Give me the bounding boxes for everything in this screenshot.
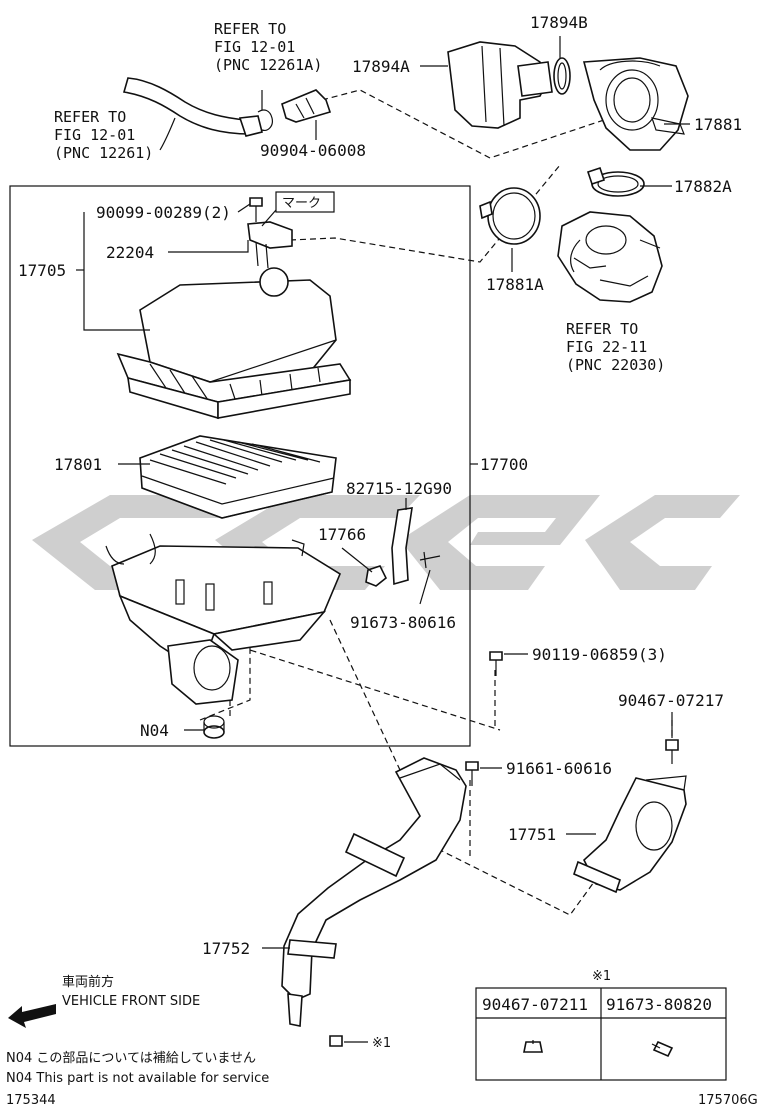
refer-throttle-line3: (PNC 22030) — [566, 356, 665, 374]
refer-top-line3: (PNC 12261A) — [214, 56, 322, 74]
label-17705: 17705 — [18, 261, 66, 280]
table-col1: 90467-07211 — [482, 995, 588, 1014]
label-17801: 17801 — [54, 455, 102, 474]
label-90099-00289: 90099-00289(2) — [96, 203, 231, 222]
air-cleaner-cap — [116, 267, 352, 420]
footer-left: 175344 — [6, 1093, 56, 1108]
refer-left-line2: FIG 12-01 — [54, 126, 135, 144]
front-arrow-icon — [8, 1004, 56, 1028]
airflow-sensor — [247, 197, 293, 269]
screw-icon — [651, 1040, 674, 1058]
label-mark-x1: ※1 — [372, 1036, 391, 1051]
label-17700: 17700 — [480, 455, 528, 474]
direction-en: VEHICLE FRONT SIDE — [62, 994, 200, 1009]
filter-element — [139, 435, 337, 519]
gasket-ring — [479, 187, 541, 245]
label-17894A: 17894A — [352, 57, 410, 76]
ring-seal — [553, 57, 571, 95]
label-82715-12G90: 82715-12G90 — [346, 479, 452, 498]
table-mark: ※1 — [592, 969, 611, 984]
refer-left-line3: (PNC 12261) — [54, 144, 153, 162]
refer-top-line2: FIG 12-01 — [214, 38, 295, 56]
bolts — [329, 651, 679, 1047]
ventilation-hose — [122, 77, 273, 137]
label-17881A: 17881A — [486, 275, 544, 294]
grommet — [203, 715, 225, 739]
label-22204: 22204 — [106, 243, 154, 262]
refer-top-line1: REFER TO — [214, 20, 286, 38]
refer-left-line1: REFER TO — [54, 108, 126, 126]
label-17894B: 17894B — [530, 13, 588, 32]
hose-clamp — [586, 166, 645, 197]
label-91673-80616: 91673-80616 — [350, 613, 456, 632]
inlet-connector — [582, 57, 689, 151]
bolt-icon — [523, 1040, 543, 1053]
table-col2: 91673-80820 — [606, 995, 712, 1014]
fastener-table: ※1 90467-07211 91673-80820 — [475, 969, 727, 1081]
duct-small — [573, 775, 687, 894]
label-17752: 17752 — [202, 939, 250, 958]
refer-throttle-line1: REFER TO — [566, 320, 638, 338]
mark-label: マーク — [282, 196, 321, 211]
air-cleaner-case — [105, 533, 342, 705]
resonator — [447, 41, 553, 129]
small-valve — [281, 89, 332, 123]
note-jp: N04 この部品については補給していません — [6, 1051, 256, 1066]
label-N04: N04 — [140, 721, 169, 740]
label-90467-07217: 90467-07217 — [618, 691, 724, 710]
direction-jp: 車両前方 — [62, 974, 114, 990]
label-90119-06859: 90119-06859(3) — [532, 645, 667, 664]
note-en: N04 This part is not available for servi… — [6, 1071, 269, 1086]
label-17881: 17881 — [694, 115, 742, 134]
label-91661-60616: 91661-60616 — [506, 759, 612, 778]
footer-right: 175706G — [698, 1093, 758, 1108]
duct-large — [281, 757, 467, 1027]
label-17766: 17766 — [318, 525, 366, 544]
mark-callout: マーク — [261, 191, 335, 227]
label-17751: 17751 — [508, 825, 556, 844]
label-90904-06008: 90904-06008 — [260, 141, 366, 160]
throttle-body — [557, 211, 663, 303]
label-17882A: 17882A — [674, 177, 732, 196]
vehicle-front-indicator: 車両前方 VEHICLE FRONT SIDE — [8, 974, 200, 1028]
leader-lines — [76, 36, 690, 1043]
assembly-frame — [9, 185, 471, 747]
refer-throttle-line2: FIG 22-11 — [566, 338, 647, 356]
